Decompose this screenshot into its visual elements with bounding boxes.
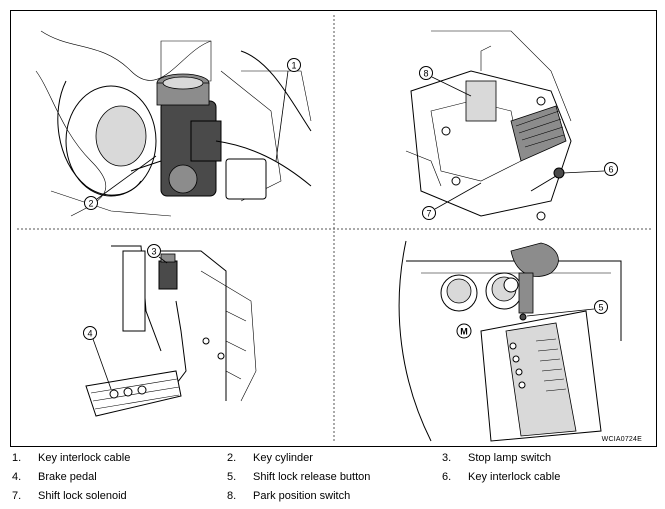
legend-label: Key interlock cable	[38, 452, 131, 464]
callout-3	[147, 244, 161, 258]
callout-8-number: 8	[423, 69, 428, 79]
legend-item-5: 5. Shift lock release button	[227, 471, 442, 483]
legend-item-6: 6. Key interlock cable	[442, 471, 652, 483]
legend-item-3: 3. Stop lamp switch	[442, 452, 652, 464]
legend-label: Shift lock solenoid	[38, 490, 127, 502]
legend-number: 3.	[442, 452, 452, 464]
legend-number: 4.	[12, 471, 22, 483]
legend-number: 7.	[12, 490, 22, 502]
legend-label: Shift lock release button	[253, 471, 371, 483]
callout-7-number: 7	[426, 209, 431, 219]
panel-shifter-console: M 5	[398, 240, 622, 442]
callout-3-number: 3	[151, 247, 156, 257]
callout-5	[594, 300, 608, 314]
legend-number: 6.	[442, 471, 452, 483]
callout-5-number: 5	[598, 303, 603, 313]
callout-7	[422, 206, 436, 220]
panel-brake-pedal: 3 4	[83, 244, 257, 417]
callout-8	[419, 66, 433, 80]
diagram-drawing: 1 2 8 6	[17, 15, 652, 443]
panel-key-cylinder: 1 2	[35, 30, 312, 217]
legend-item-7: 7. Shift lock solenoid	[12, 490, 227, 502]
legend-item-8: 8. Park position switch	[227, 490, 442, 502]
legend-item-4: 4. Brake pedal	[12, 471, 227, 483]
legend-label: Stop lamp switch	[468, 452, 552, 464]
callout-1	[287, 58, 301, 72]
legend-label: Key interlock cable	[468, 471, 561, 483]
callout-1-number: 1	[291, 61, 296, 71]
service-diagram-figure: 1 2 8 6	[10, 10, 657, 447]
legend-item-2: 2. Key cylinder	[227, 452, 442, 464]
shifter-mode-letter: M	[460, 327, 468, 337]
figure-code: WCIA0724E	[601, 436, 642, 443]
legend-number: 2.	[227, 452, 237, 464]
callout-2	[84, 196, 98, 210]
callout-4	[83, 326, 97, 340]
callout-6-number: 6	[608, 165, 613, 175]
legend-number: 1.	[12, 452, 22, 464]
panel-shift-lock-mechanism: 8 6 7	[405, 30, 618, 221]
callout-6	[604, 162, 618, 176]
legend-label: Park position switch	[253, 490, 351, 502]
callout-4-number: 4	[87, 329, 92, 339]
legend-label: Brake pedal	[38, 471, 97, 483]
callout-2-number: 2	[88, 199, 93, 209]
parts-legend: 1. Key interlock cable 2. Key cylinder 3. S…	[12, 452, 652, 502]
legend-item-1: 1. Key interlock cable	[12, 452, 227, 464]
legend-number: 8.	[227, 490, 237, 502]
legend-label: Key cylinder	[253, 452, 313, 464]
legend-number: 5.	[227, 471, 237, 483]
